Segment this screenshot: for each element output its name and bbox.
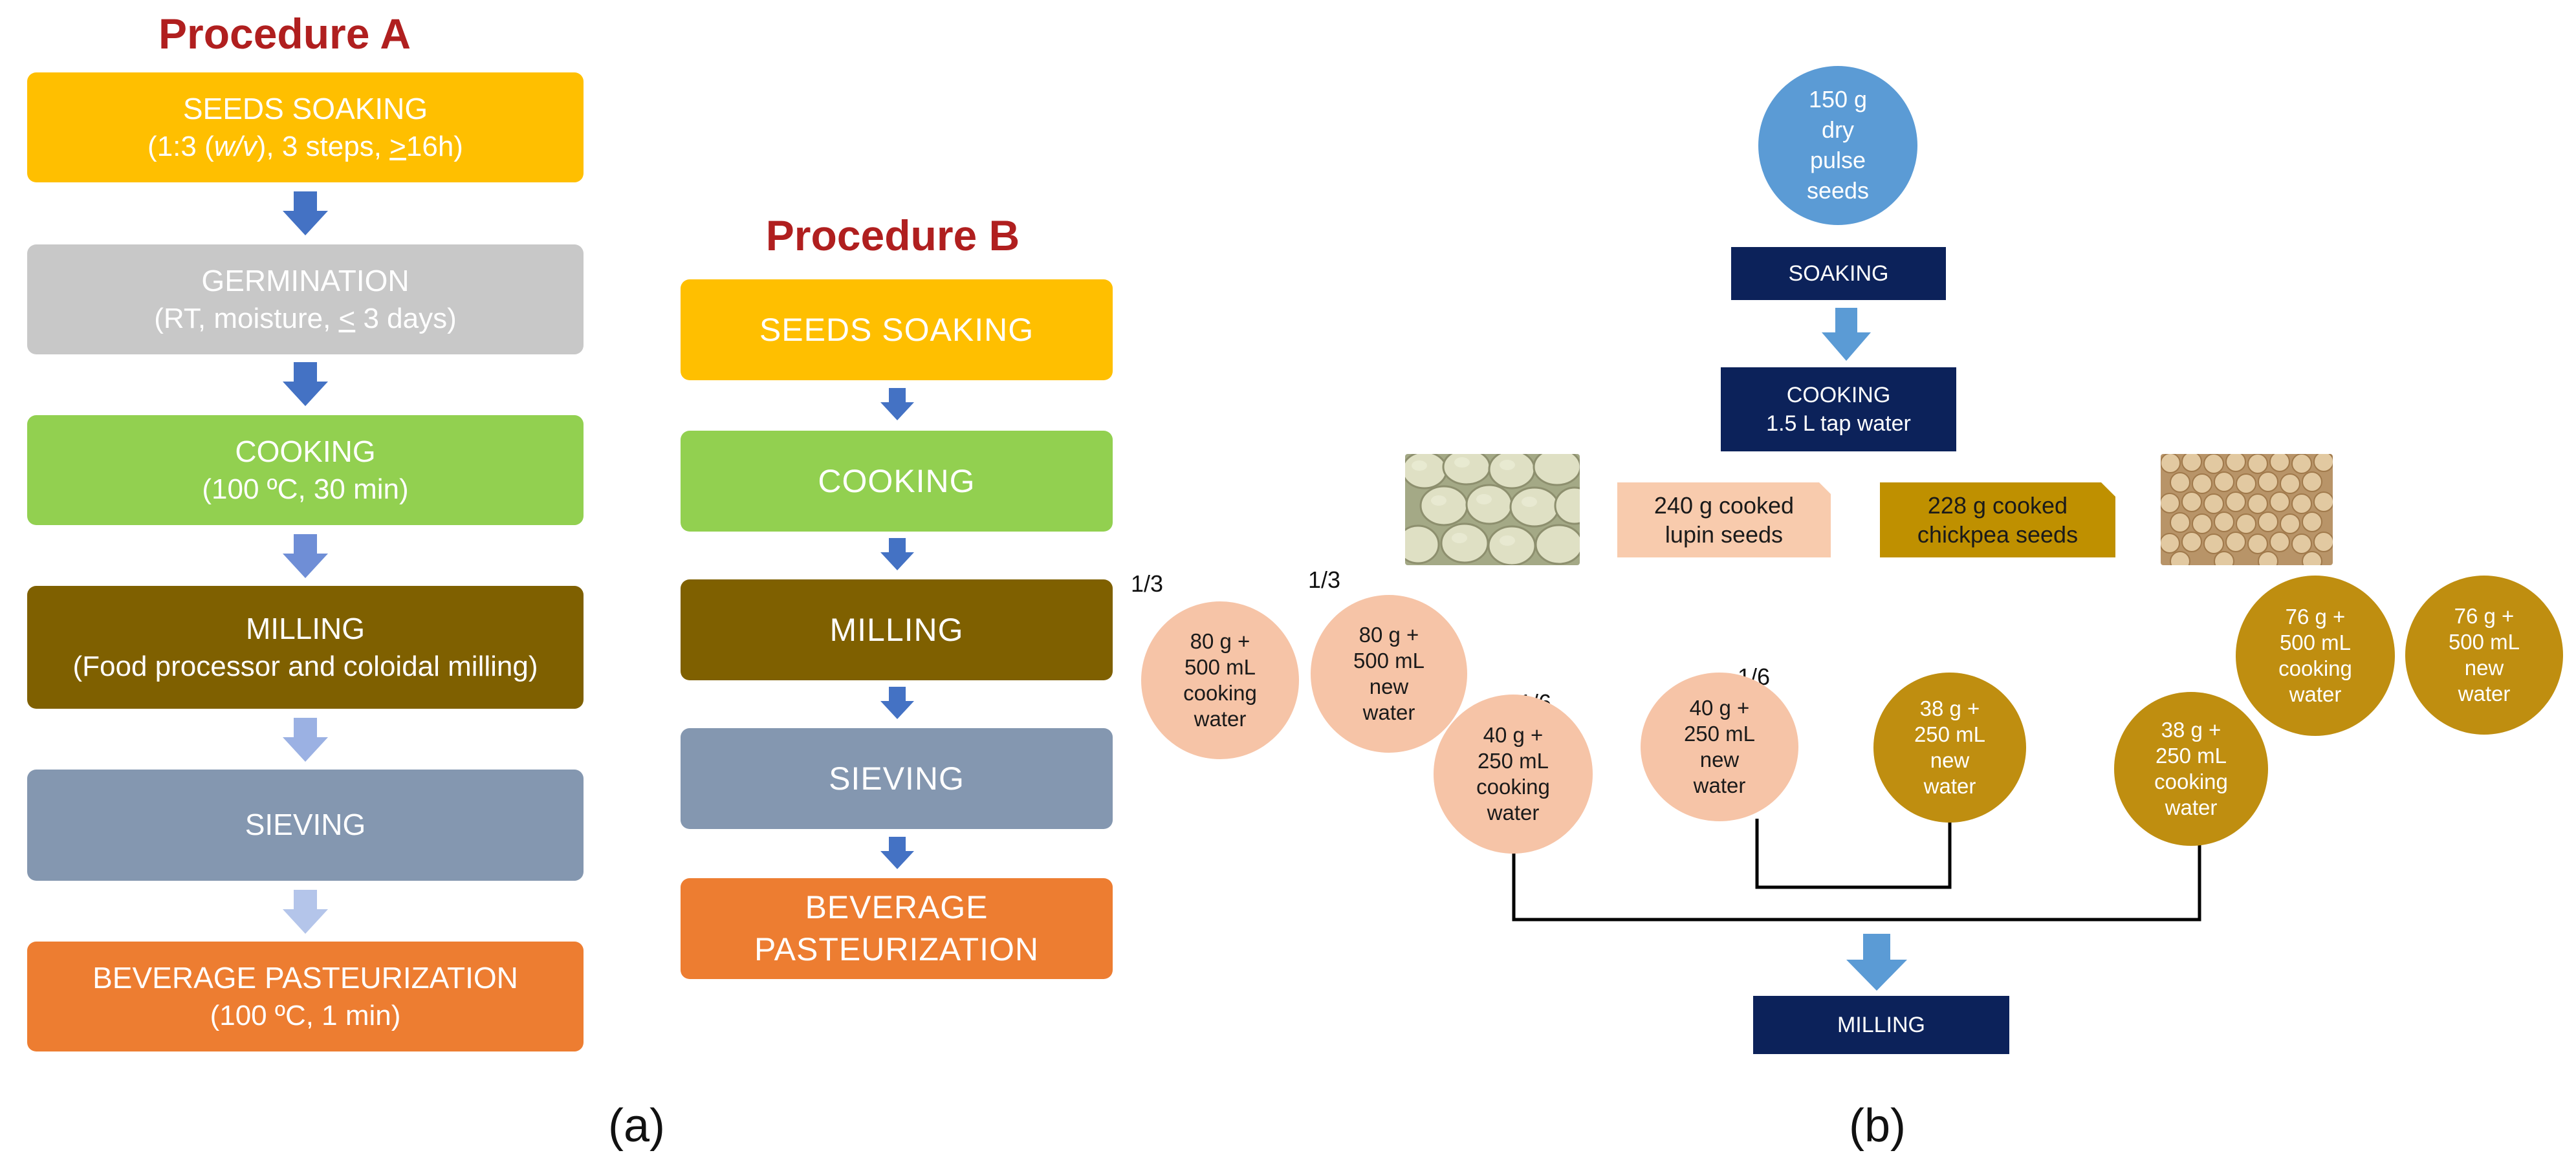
chickpea-tag-line2: chickpea seeds [1917, 521, 2079, 548]
step-detail: (100 ºC, 1 min) [210, 1000, 401, 1032]
arrow-down-icon [880, 388, 914, 420]
milling-box: MILLING [1753, 996, 2009, 1054]
arrow-down-icon [880, 837, 914, 869]
step-b-pasteurization: BEVERAGE PASTEURIZATION [681, 878, 1113, 979]
step-label: MILLING [245, 611, 366, 645]
arrow-down-icon [1846, 934, 1907, 991]
procedure-a-title: Procedure A [158, 10, 411, 58]
step-label: BEVERAGE [805, 889, 988, 925]
panel-label-b: (b) [1849, 1100, 1906, 1152]
soaking-label: SOAKING [1788, 261, 1889, 286]
step-b-seeds-soaking: SEEDS SOAKING [681, 279, 1113, 380]
lupin-tag-line1: 240 g cooked [1654, 492, 1795, 519]
seeds-line3: pulse [1809, 147, 1866, 173]
step-a-sieving: SIEVING [27, 770, 584, 881]
step-label: SIEVING [829, 760, 965, 797]
step-label: GERMINATION [201, 263, 409, 297]
step-label: COOKING [235, 434, 376, 468]
arrow-down-icon [283, 890, 328, 934]
milling-label: MILLING [1837, 1012, 1926, 1037]
step-label: SEEDS SOAKING [182, 91, 428, 125]
chickpea-tag-shape [1880, 482, 2115, 557]
step-a-cooking: COOKING (100 ºC, 30 min) [27, 415, 584, 525]
step-b-cooking: COOKING [681, 431, 1113, 532]
lupin-tag: 240 g cooked lupin seeds [1617, 482, 1831, 557]
step-label-2: PASTEURIZATION [754, 931, 1039, 967]
panel-label-a: (a) [608, 1100, 665, 1152]
step-detail: (RT, moisture, < 3 days) [154, 303, 457, 335]
step-detail: (Food processor and coloidal milling) [72, 651, 538, 683]
arrow-down-icon [283, 718, 328, 762]
step-detail: (1:3 (w/v), 3 steps, >16h) [147, 131, 463, 163]
fraction-one-third: 1/3 [1308, 566, 1341, 593]
arrow-down-icon [283, 191, 328, 235]
lupin-tag-line2: lupin seeds [1665, 521, 1784, 548]
step-b-milling: MILLING [681, 579, 1113, 680]
cooking-label: COOKING [1786, 382, 1891, 407]
arrow-down-icon [283, 534, 328, 578]
chickpea-seeds-photo [2161, 454, 2333, 565]
seeds-line4: seeds [1806, 177, 1870, 204]
cooking-detail: 1.5 L tap water [1766, 411, 1911, 436]
step-b-sieving: SIEVING [681, 728, 1113, 829]
arrow-down-icon [880, 538, 914, 570]
step-label: MILLING [829, 611, 964, 648]
arrow-down-icon [880, 687, 914, 719]
step-detail: (100 ºC, 30 min) [202, 473, 409, 506]
step-label: SIEVING [245, 808, 366, 842]
cooking-box: COOKING 1.5 L tap water [1721, 367, 1956, 451]
step-label: COOKING [818, 462, 976, 499]
seeds-line2: dry [1821, 116, 1854, 144]
step-a-seeds-soaking: SEEDS SOAKING (1:3 (w/v), 3 steps, >16h) [27, 72, 584, 182]
dry-pulse-seeds-circle: 150 g dry pulse seeds [1758, 66, 1917, 225]
lupin-seeds-photo [1405, 454, 1580, 565]
step-a-pasteurization: BEVERAGE PASTEURIZATION (100 ºC, 1 min) [27, 942, 584, 1051]
step-a-milling: MILLING (Food processor and coloidal mil… [27, 586, 584, 709]
step-a-germination: GERMINATION (RT, moisture, < 3 days) [27, 244, 584, 354]
arrow-down-icon [1822, 308, 1871, 361]
seeds-amount: 150 g [1808, 86, 1868, 113]
arrow-down-icon [283, 362, 328, 406]
lupin-tag-shape [1617, 482, 1831, 557]
soaking-box: SOAKING [1731, 247, 1946, 300]
fraction-one-third: 1/3 [1131, 570, 1164, 597]
chickpea-tag-line1: 228 g cooked [1927, 492, 2068, 519]
chickpea-tag: 228 g cooked chickpea seeds [1880, 482, 2115, 557]
step-label: SEEDS SOAKING [759, 311, 1034, 348]
procedure-b-title: Procedure B [765, 211, 1020, 259]
step-label: BEVERAGE PASTEURIZATION [93, 960, 518, 995]
